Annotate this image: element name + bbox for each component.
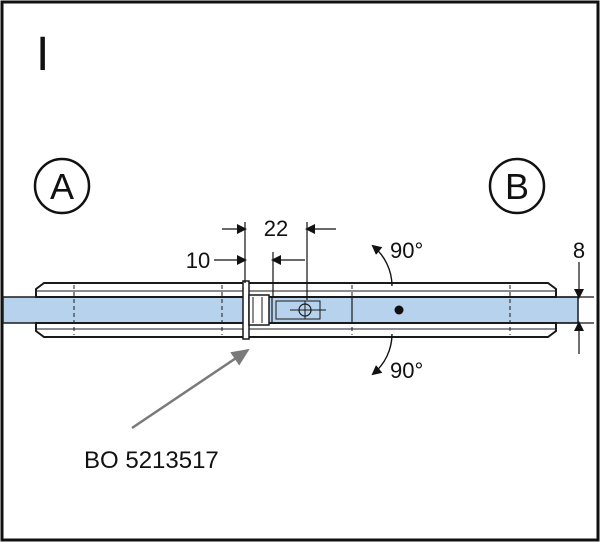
- dimension-22: [222, 222, 336, 300]
- part-number: BO 5213517: [84, 447, 219, 474]
- side-a-marker: A: [33, 157, 91, 215]
- side-b-marker: B: [488, 157, 546, 215]
- dimension-8-label: 8: [573, 238, 585, 263]
- rotation-down-arrow: [371, 333, 393, 376]
- upper-rail: [35, 282, 557, 298]
- rotation-down-label: 90°: [390, 358, 423, 383]
- pivot-screw: [290, 301, 326, 319]
- side-b-label: B: [505, 166, 529, 207]
- part-pointer-arrow: [131, 348, 250, 430]
- dimension-8: [556, 262, 594, 354]
- rotation-up-label: 90°: [390, 238, 423, 263]
- rotation-up-arrow: [371, 244, 393, 287]
- dimension-10: [214, 252, 305, 297]
- hinge-gap: [242, 280, 250, 340]
- pivot-point: [394, 305, 404, 315]
- dimension-22-label: 22: [264, 216, 288, 241]
- side-a-label: A: [50, 166, 74, 207]
- panel-label: I: [36, 28, 49, 81]
- lower-rail: [35, 322, 557, 338]
- dimension-10-label: 10: [186, 248, 210, 273]
